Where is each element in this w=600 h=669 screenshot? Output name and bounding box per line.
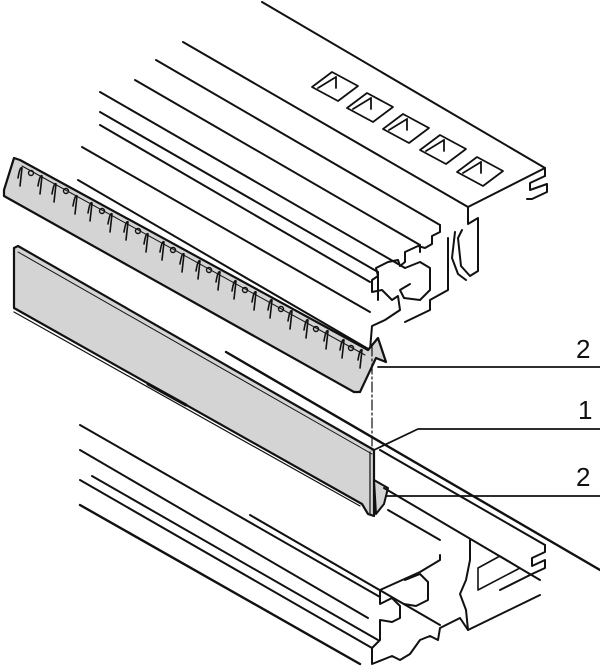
- rail-slots: [311, 71, 504, 187]
- slot-4: [419, 134, 467, 165]
- slot-5: [456, 156, 504, 187]
- clip-perforations: [17, 166, 363, 369]
- insert-panel: [12, 244, 376, 518]
- clip-holes: [27, 169, 355, 352]
- clip-strip-upper: [2, 156, 388, 394]
- slot-1: [311, 71, 359, 102]
- callout-1: 1: [578, 395, 593, 425]
- callout-2-upper: 2: [576, 334, 591, 364]
- callout-2-lower: 2: [576, 462, 591, 492]
- slot-2: [346, 92, 394, 123]
- leader-line-1: [373, 428, 600, 451]
- clip-strip-lower: [373, 479, 389, 515]
- slot-3: [382, 113, 430, 144]
- leader-lines: [373, 366, 600, 497]
- upper-profile-rail: [77, 1, 548, 351]
- lower-profile-rail: [78, 350, 600, 666]
